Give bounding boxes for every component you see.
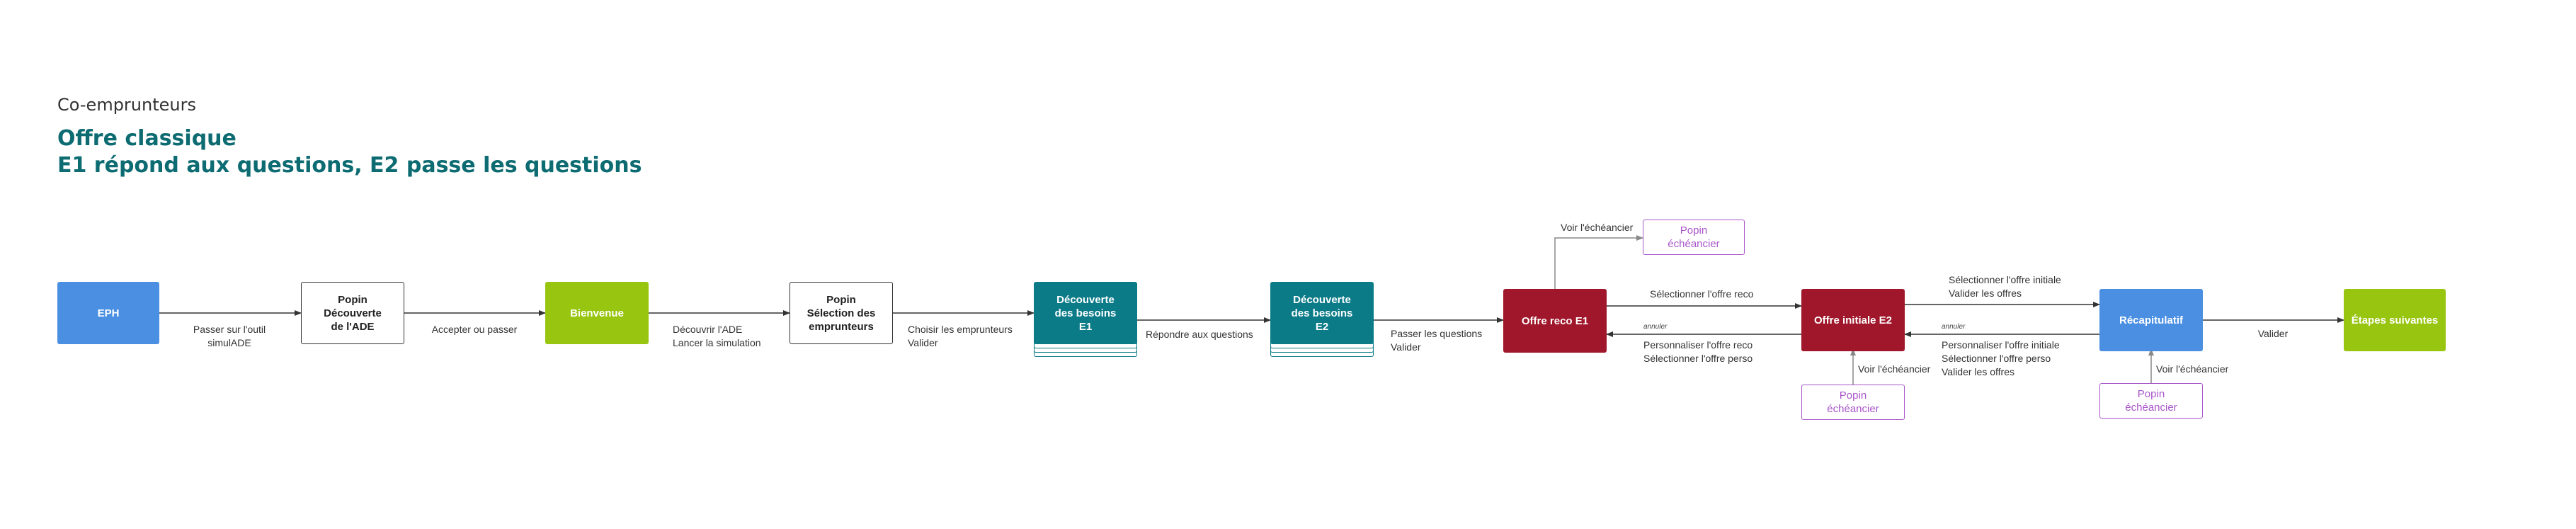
node-recapitulatif[interactable]: Récapitulatif — [2099, 289, 2203, 351]
edge-label-personnaliser-initiale: Personnaliser l'offre initiale Sélection… — [1942, 339, 2060, 377]
edge-label-passer-outil: Passer sur l'outil simulADE — [193, 324, 266, 348]
edge-label-selectionner-initiale: Sélectionner l'offre initiale Valider le… — [1949, 274, 2061, 299]
diagram-title-line1: Offre classique — [57, 126, 236, 151]
edge-label-accepter-passer: Accepter ou passer — [431, 324, 518, 335]
node-offre-reco-e1[interactable]: Offre reco E1 — [1503, 289, 1607, 353]
edge-label-valider: Valider — [2257, 328, 2289, 339]
node-popin-echeancier-mid[interactable]: Popin échéancier — [1801, 385, 1905, 420]
edge-label-voir-echeancier-top: Voir l'échéancier — [1561, 222, 1634, 233]
node-bienvenue[interactable]: Bienvenue — [545, 282, 649, 344]
node-etapes-suivantes[interactable]: Étapes suivantes — [2344, 289, 2446, 351]
edge-label-voir-echeancier-mid: Voir l'échéancier — [1858, 363, 1931, 375]
edge-offre-reco-to-popin-top — [1554, 235, 1643, 291]
edge-label-choisir-emprunteurs: Choisir les emprunteurs Valider — [908, 324, 1013, 348]
node-eph[interactable]: EPH — [57, 282, 159, 344]
node-popin-echeancier-top[interactable]: Popin échéancier — [1643, 220, 1745, 255]
node-popin-selection-emprunteurs[interactable]: Popin Sélection des emprunteurs — [790, 282, 893, 344]
edge-label-decouvrir-ade: Découvrir l'ADE Lancer la simulation — [673, 324, 761, 348]
edge-label-personnaliser-reco: Personnaliser l'offre reco Sélectionner … — [1643, 339, 1753, 364]
edge-label-selectionner-reco: Sélectionner l'offre reco — [1650, 288, 1754, 300]
node-popin-echeancier-right[interactable]: Popin échéancier — [2099, 383, 2203, 419]
node-popin-decouverte-ade[interactable]: Popin Découverte de l'ADE — [301, 282, 404, 344]
edge-label-annuler-left: annuler — [1643, 323, 1668, 331]
edge-label-annuler-right: annuler — [1942, 323, 1966, 331]
edge-label-passer-questions: Passer les questions Valider — [1391, 328, 1483, 353]
edge-label-voir-echeancier-right: Voir l'échéancier — [2156, 363, 2229, 375]
edge-label-repondre-questions: Répondre aux questions — [1146, 329, 1253, 340]
diagram-subtitle: Co-emprunteurs — [57, 95, 196, 115]
node-decouverte-besoins-e2[interactable]: Découverte des besoins E2 — [1270, 282, 1374, 344]
node-offre-initiale-e2[interactable]: Offre initiale E2 — [1801, 289, 1905, 351]
diagram-title-line2: E1 répond aux questions, E2 passe les qu… — [57, 153, 642, 178]
node-decouverte-besoins-e1[interactable]: Découverte des besoins E1 — [1034, 282, 1137, 344]
